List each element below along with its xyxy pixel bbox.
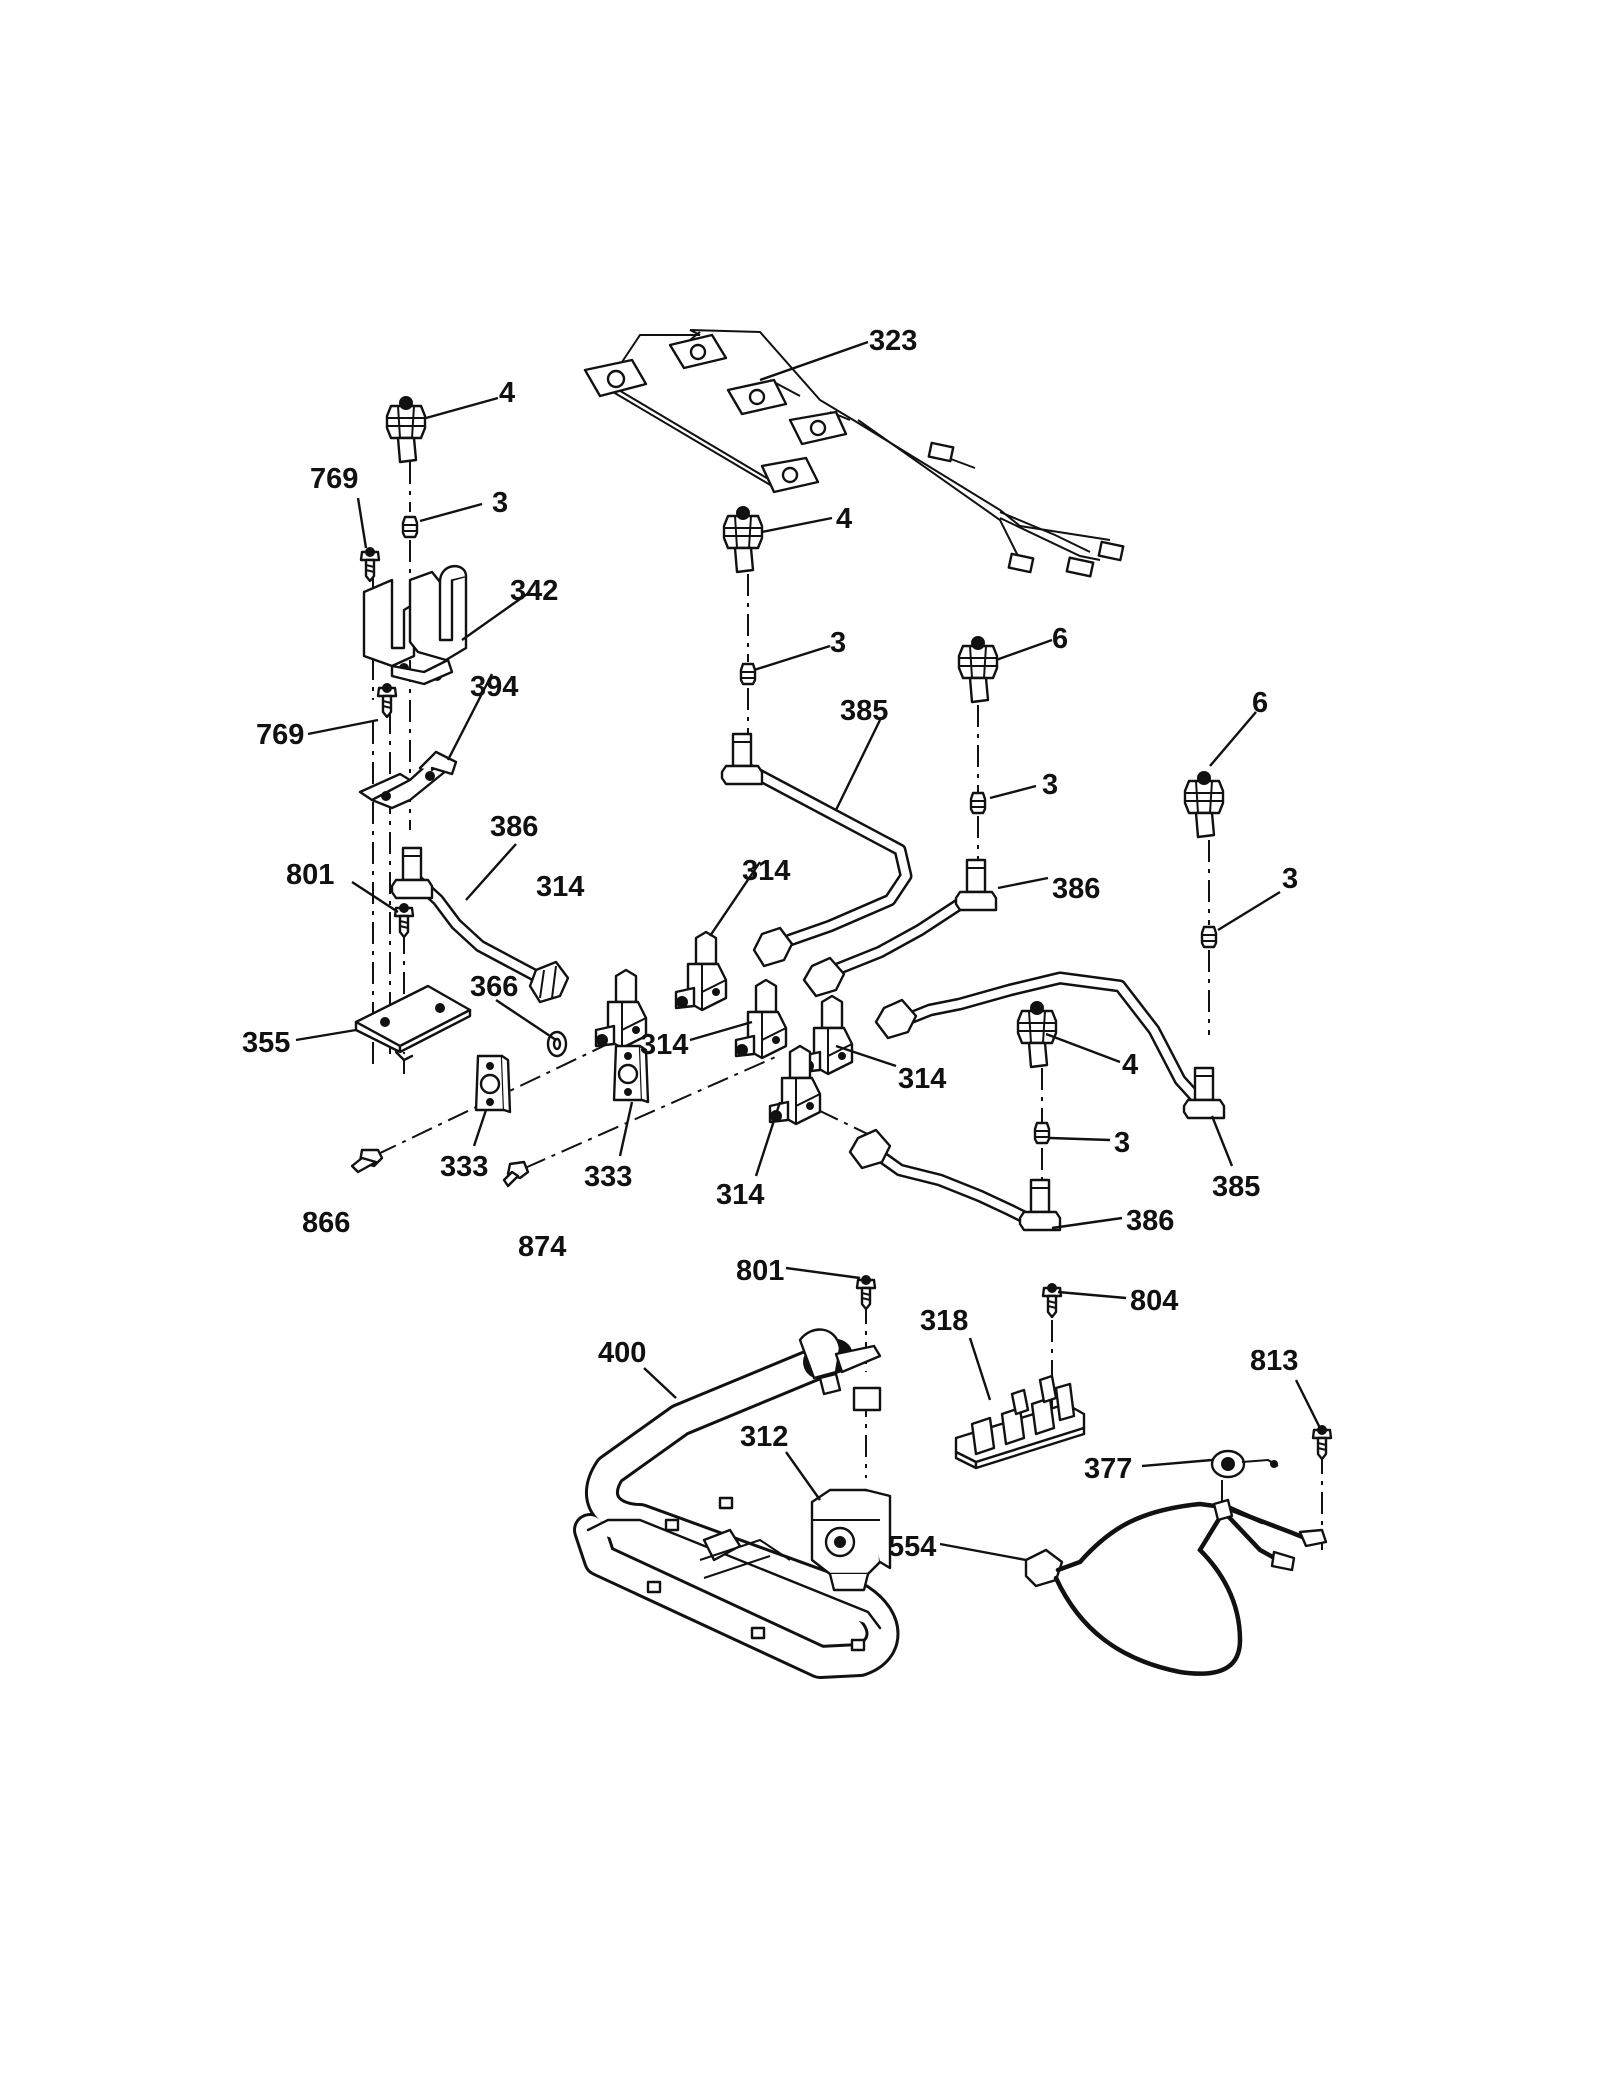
bracket-333-a [474,1054,512,1114]
callout-874: 874 [518,1231,566,1263]
callout-3-c: 3 [1042,769,1058,801]
screw-866 [350,1148,384,1174]
valve-314-a [594,968,648,1050]
callout-769-b: 769 [256,719,304,751]
callout-3-e: 3 [1114,1127,1130,1159]
orifice-3-b [739,662,757,686]
orifice-3-d [1200,925,1218,949]
bracket-342 [362,565,468,686]
callout-801-b: 801 [736,1255,784,1287]
oven-burner-400 [573,1328,900,1679]
switch-4-center [722,505,764,574]
callout-312: 312 [740,1421,788,1453]
callout-4-b: 4 [836,503,852,535]
callout-386-c: 386 [1126,1205,1174,1237]
callout-386-a: 386 [490,811,538,843]
assembly-centerlines [372,462,1323,1550]
sensor-377 [1210,1449,1279,1479]
screw-769-a [359,546,381,583]
screw-801-b [855,1274,877,1311]
callout-813: 813 [1250,1345,1298,1377]
gas-tube-385-center [720,732,913,968]
gas-tube-386-left [390,846,570,1004]
orifice-3-a [401,515,419,539]
leader-lines [295,340,1322,1562]
screw-801-a [393,902,415,939]
callout-314-d: 314 [898,1063,946,1095]
gas-tube-386-lower [848,1128,1062,1232]
callout-314-c: 314 [640,1029,688,1061]
callout-314-a: 314 [536,871,584,903]
callout-385-a: 385 [840,695,888,727]
callout-323: 323 [869,325,917,357]
igniter-harness-323 [583,329,1125,578]
callout-400: 400 [598,1337,646,1369]
callout-866: 866 [302,1207,350,1239]
callout-769-a: 769 [310,463,358,495]
callout-3-d: 3 [1282,863,1298,895]
callout-554: 554 [888,1531,936,1563]
callout-804: 804 [1130,1285,1178,1317]
callout-801-a: 801 [286,859,334,891]
callout-394: 394 [470,671,518,703]
callout-6-b: 6 [1252,687,1268,719]
bracket-394 [358,750,458,810]
callout-333-b: 333 [584,1161,632,1193]
pressure-regulator-312 [810,1386,892,1592]
callout-3-b: 3 [830,627,846,659]
screw-874 [502,1160,530,1188]
callout-355: 355 [242,1027,290,1059]
callout-377: 377 [1084,1453,1132,1485]
switch-4-left [385,395,427,464]
callout-labels: 323 4 769 3 342 4 3 6 385 394 769 6 3 38… [242,325,1298,1563]
callout-314-b: 314 [742,855,790,887]
gas-tube-386-center [802,858,998,998]
power-cord-554 [1024,1498,1328,1676]
callout-318: 318 [920,1305,968,1337]
valve-314-c [734,978,788,1060]
callout-386-b: 386 [1052,873,1100,905]
spark-module-318 [954,1374,1086,1470]
bracket-355 [354,984,472,1062]
callout-3-a: 3 [492,487,508,519]
gas-tube-385-right [874,971,1226,1120]
screw-769-b [376,682,398,719]
orifice-3-c [969,791,987,815]
callout-385-b: 385 [1212,1171,1260,1203]
callout-6-a: 6 [1052,623,1068,655]
orifice-3-e [1033,1121,1051,1145]
callout-333-a: 333 [440,1151,488,1183]
callout-4-a: 4 [499,377,515,409]
switch-6-left [957,635,999,704]
callout-4-c: 4 [1122,1049,1138,1081]
switch-6-right [1183,770,1225,839]
callout-314-e: 314 [716,1179,764,1211]
valve-314-b [674,930,728,1012]
screw-804 [1041,1282,1063,1319]
callout-366: 366 [470,971,518,1003]
callout-342: 342 [510,575,558,607]
washer-366 [546,1030,568,1058]
screw-813 [1311,1424,1333,1461]
